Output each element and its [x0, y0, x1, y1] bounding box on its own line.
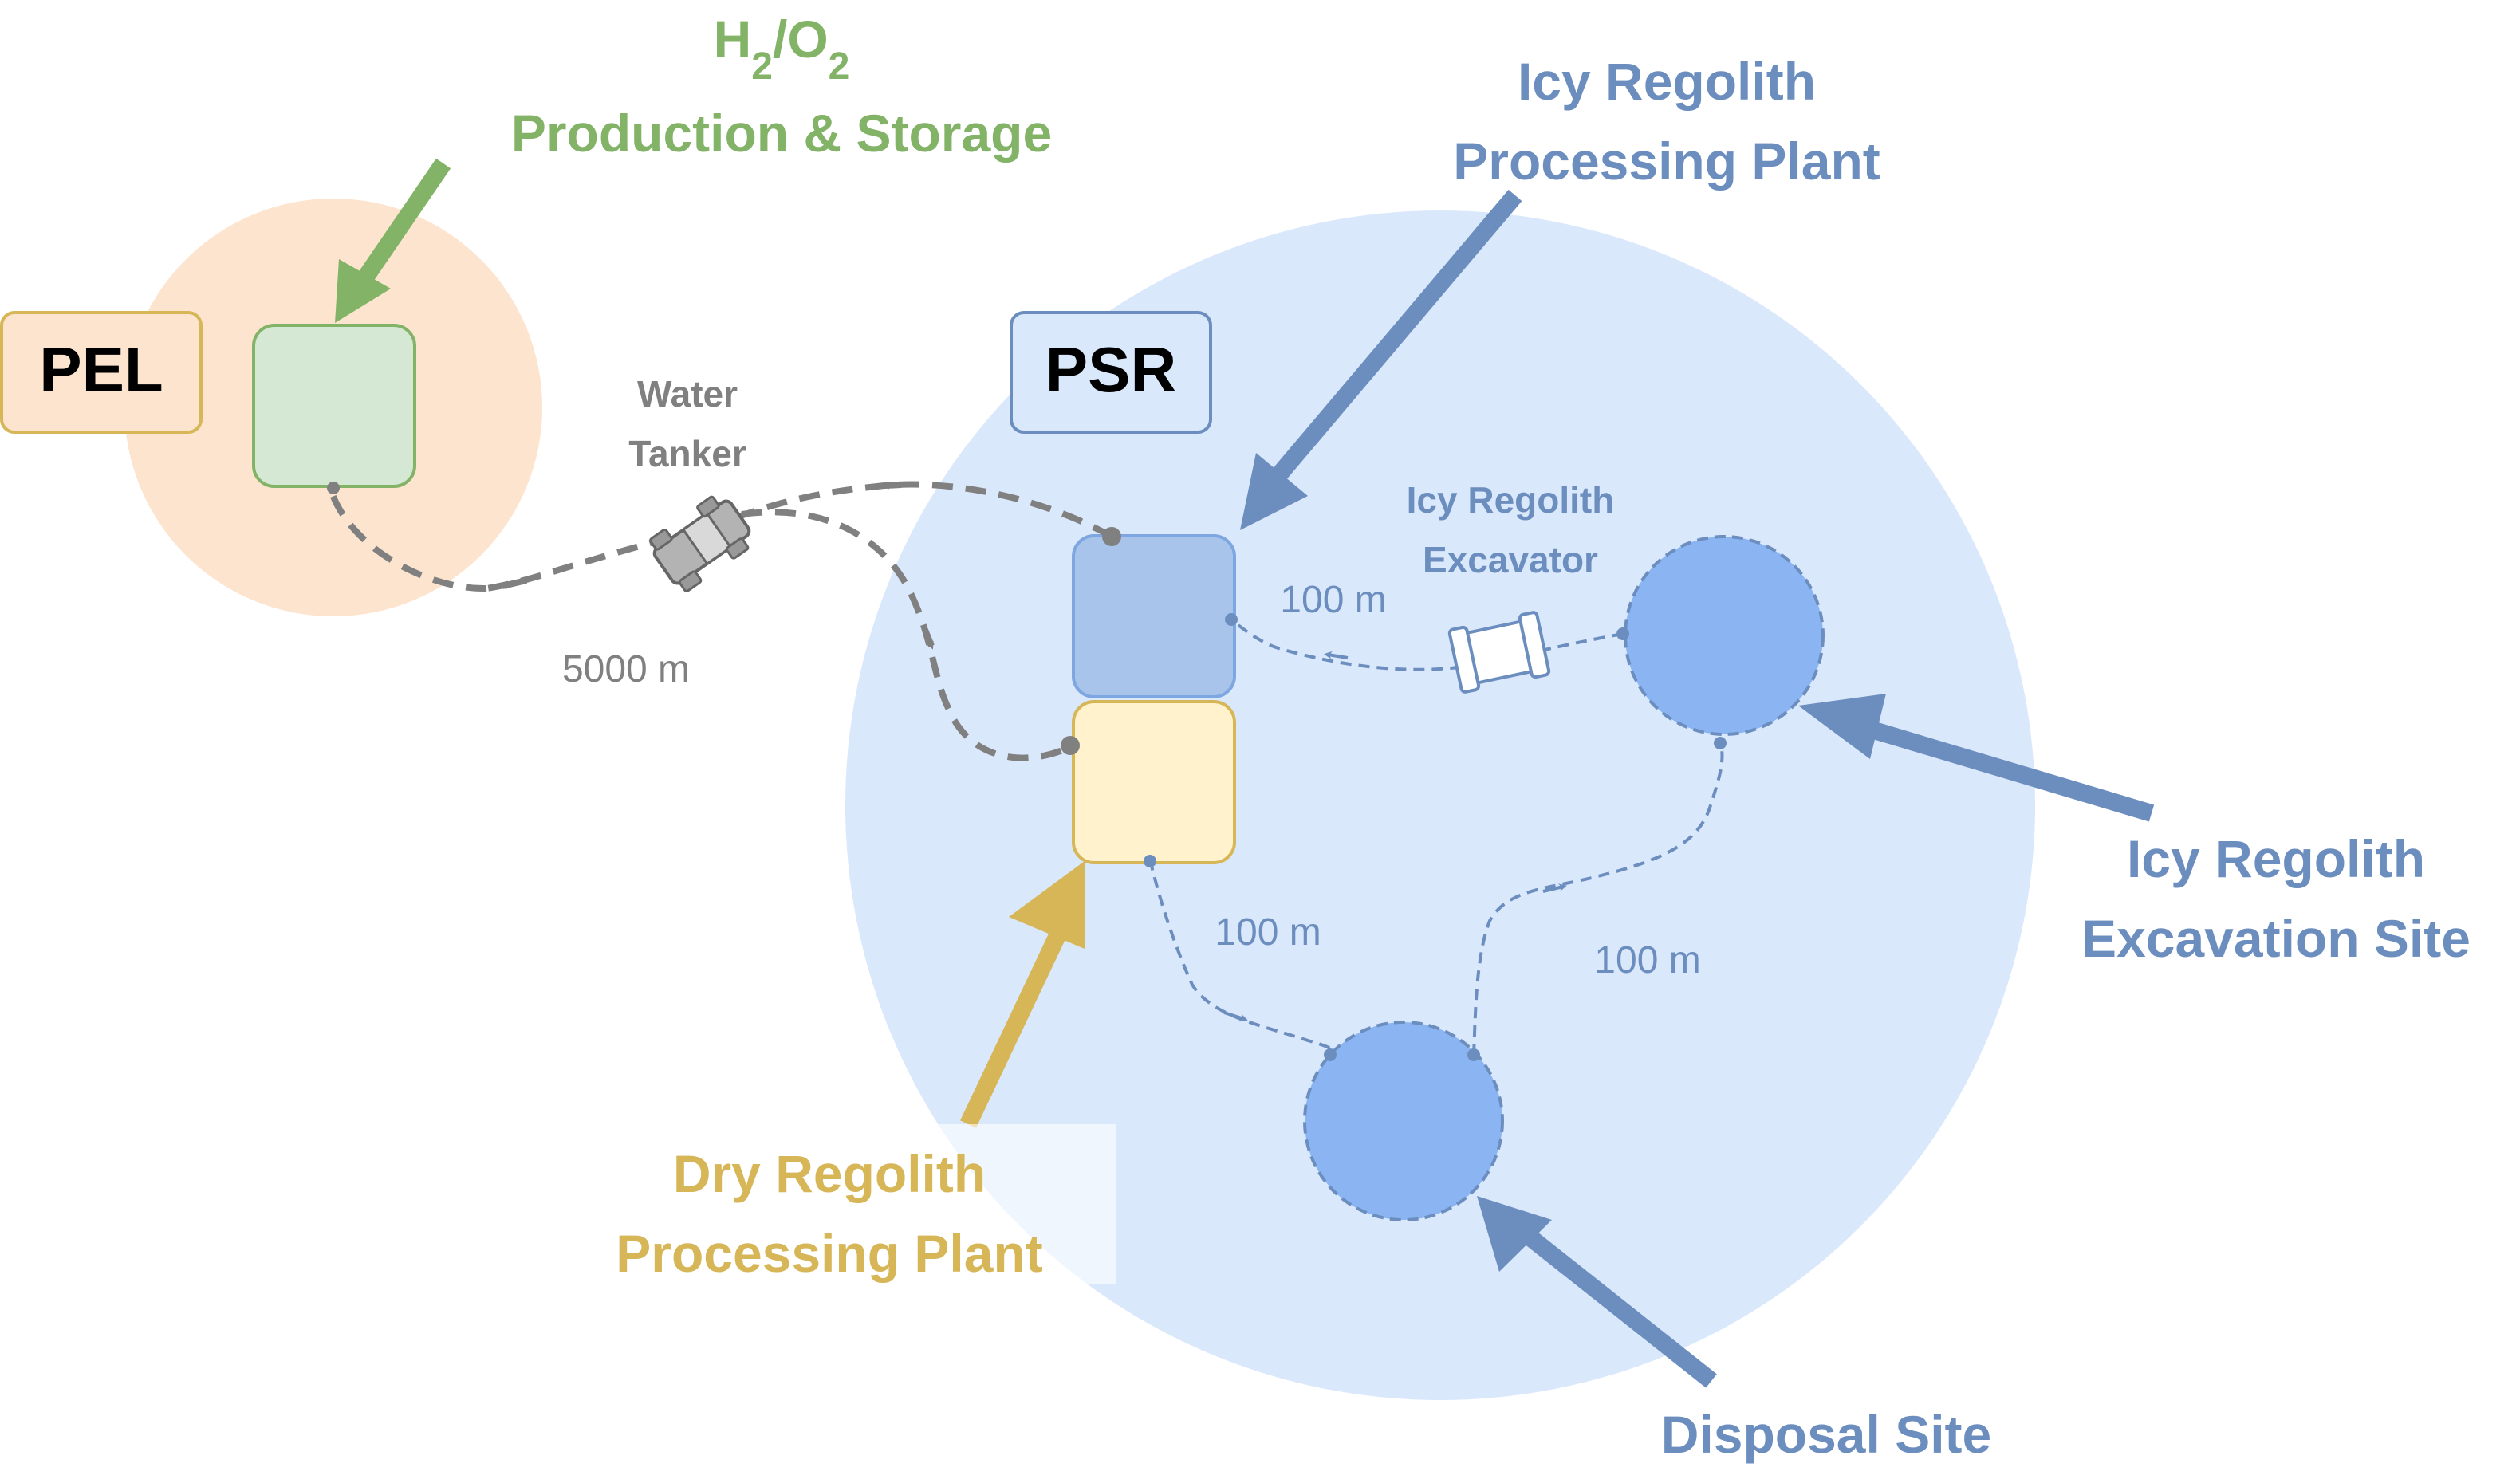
distance-tanker-route: 5000 m: [562, 648, 690, 690]
pel-tag: [0, 311, 203, 434]
excavation-site-label-line2: Excavation Site: [2081, 909, 2471, 968]
icy-plant-label-line2: Processing Plant: [1453, 132, 1880, 191]
dry-regolith-processing-plant: [1072, 700, 1236, 864]
rover-icon: [649, 495, 751, 592]
distance-disposal-to-excavation: 100 m: [1594, 939, 1700, 981]
water-tanker-label-line2: Tanker: [628, 433, 746, 474]
excavation-site-label-line1: Icy Regolith: [2127, 829, 2425, 888]
h2o2-title-line1: H2/O2: [714, 10, 850, 88]
excavator-label-line2: Excavator: [1423, 539, 1598, 580]
h2o2-title-line2: Production & Storage: [511, 104, 1052, 163]
psr-region: [845, 210, 2035, 1400]
excavation-site-callout-arrow: [1798, 694, 2155, 822]
dry-plant-label-line1: Dry Regolith: [673, 1144, 986, 1203]
excavation-site: [1624, 535, 1825, 736]
h2o2-production-facility: [252, 324, 416, 488]
water-tanker-label-line1: Water: [637, 373, 738, 415]
dry-to-disposal-route: [1144, 855, 1337, 1061]
excavator-label-line1: Icy Regolith: [1407, 479, 1615, 521]
dry-plant-label-backing: [614, 1124, 1116, 1284]
dry-plant-label-line2: Processing Plant: [616, 1224, 1043, 1283]
icy-plant-callout-arrow: [1240, 189, 1522, 530]
h2o2-callout-arrow: [335, 158, 451, 323]
disposal-to-excavation-route: [1467, 737, 1727, 1061]
disposal-site: [1303, 1021, 1504, 1221]
psr-tag: [1010, 311, 1212, 434]
rover-icon: [1447, 611, 1551, 694]
disposal-site-callout-arrow: [1477, 1196, 1717, 1388]
dry-plant-callout-arrow: [960, 861, 1085, 1128]
distance-dry-to-disposal: 100 m: [1215, 911, 1321, 954]
distance-excavator-route: 100 m: [1280, 579, 1386, 621]
psr-label: PSR: [1045, 334, 1177, 405]
disposal-site-label: Disposal Site: [1661, 1405, 1991, 1464]
icy-plant-label-line1: Icy Regolith: [1518, 52, 1816, 111]
icy-regolith-processing-plant: [1072, 534, 1236, 698]
pel-label: PEL: [39, 334, 163, 405]
